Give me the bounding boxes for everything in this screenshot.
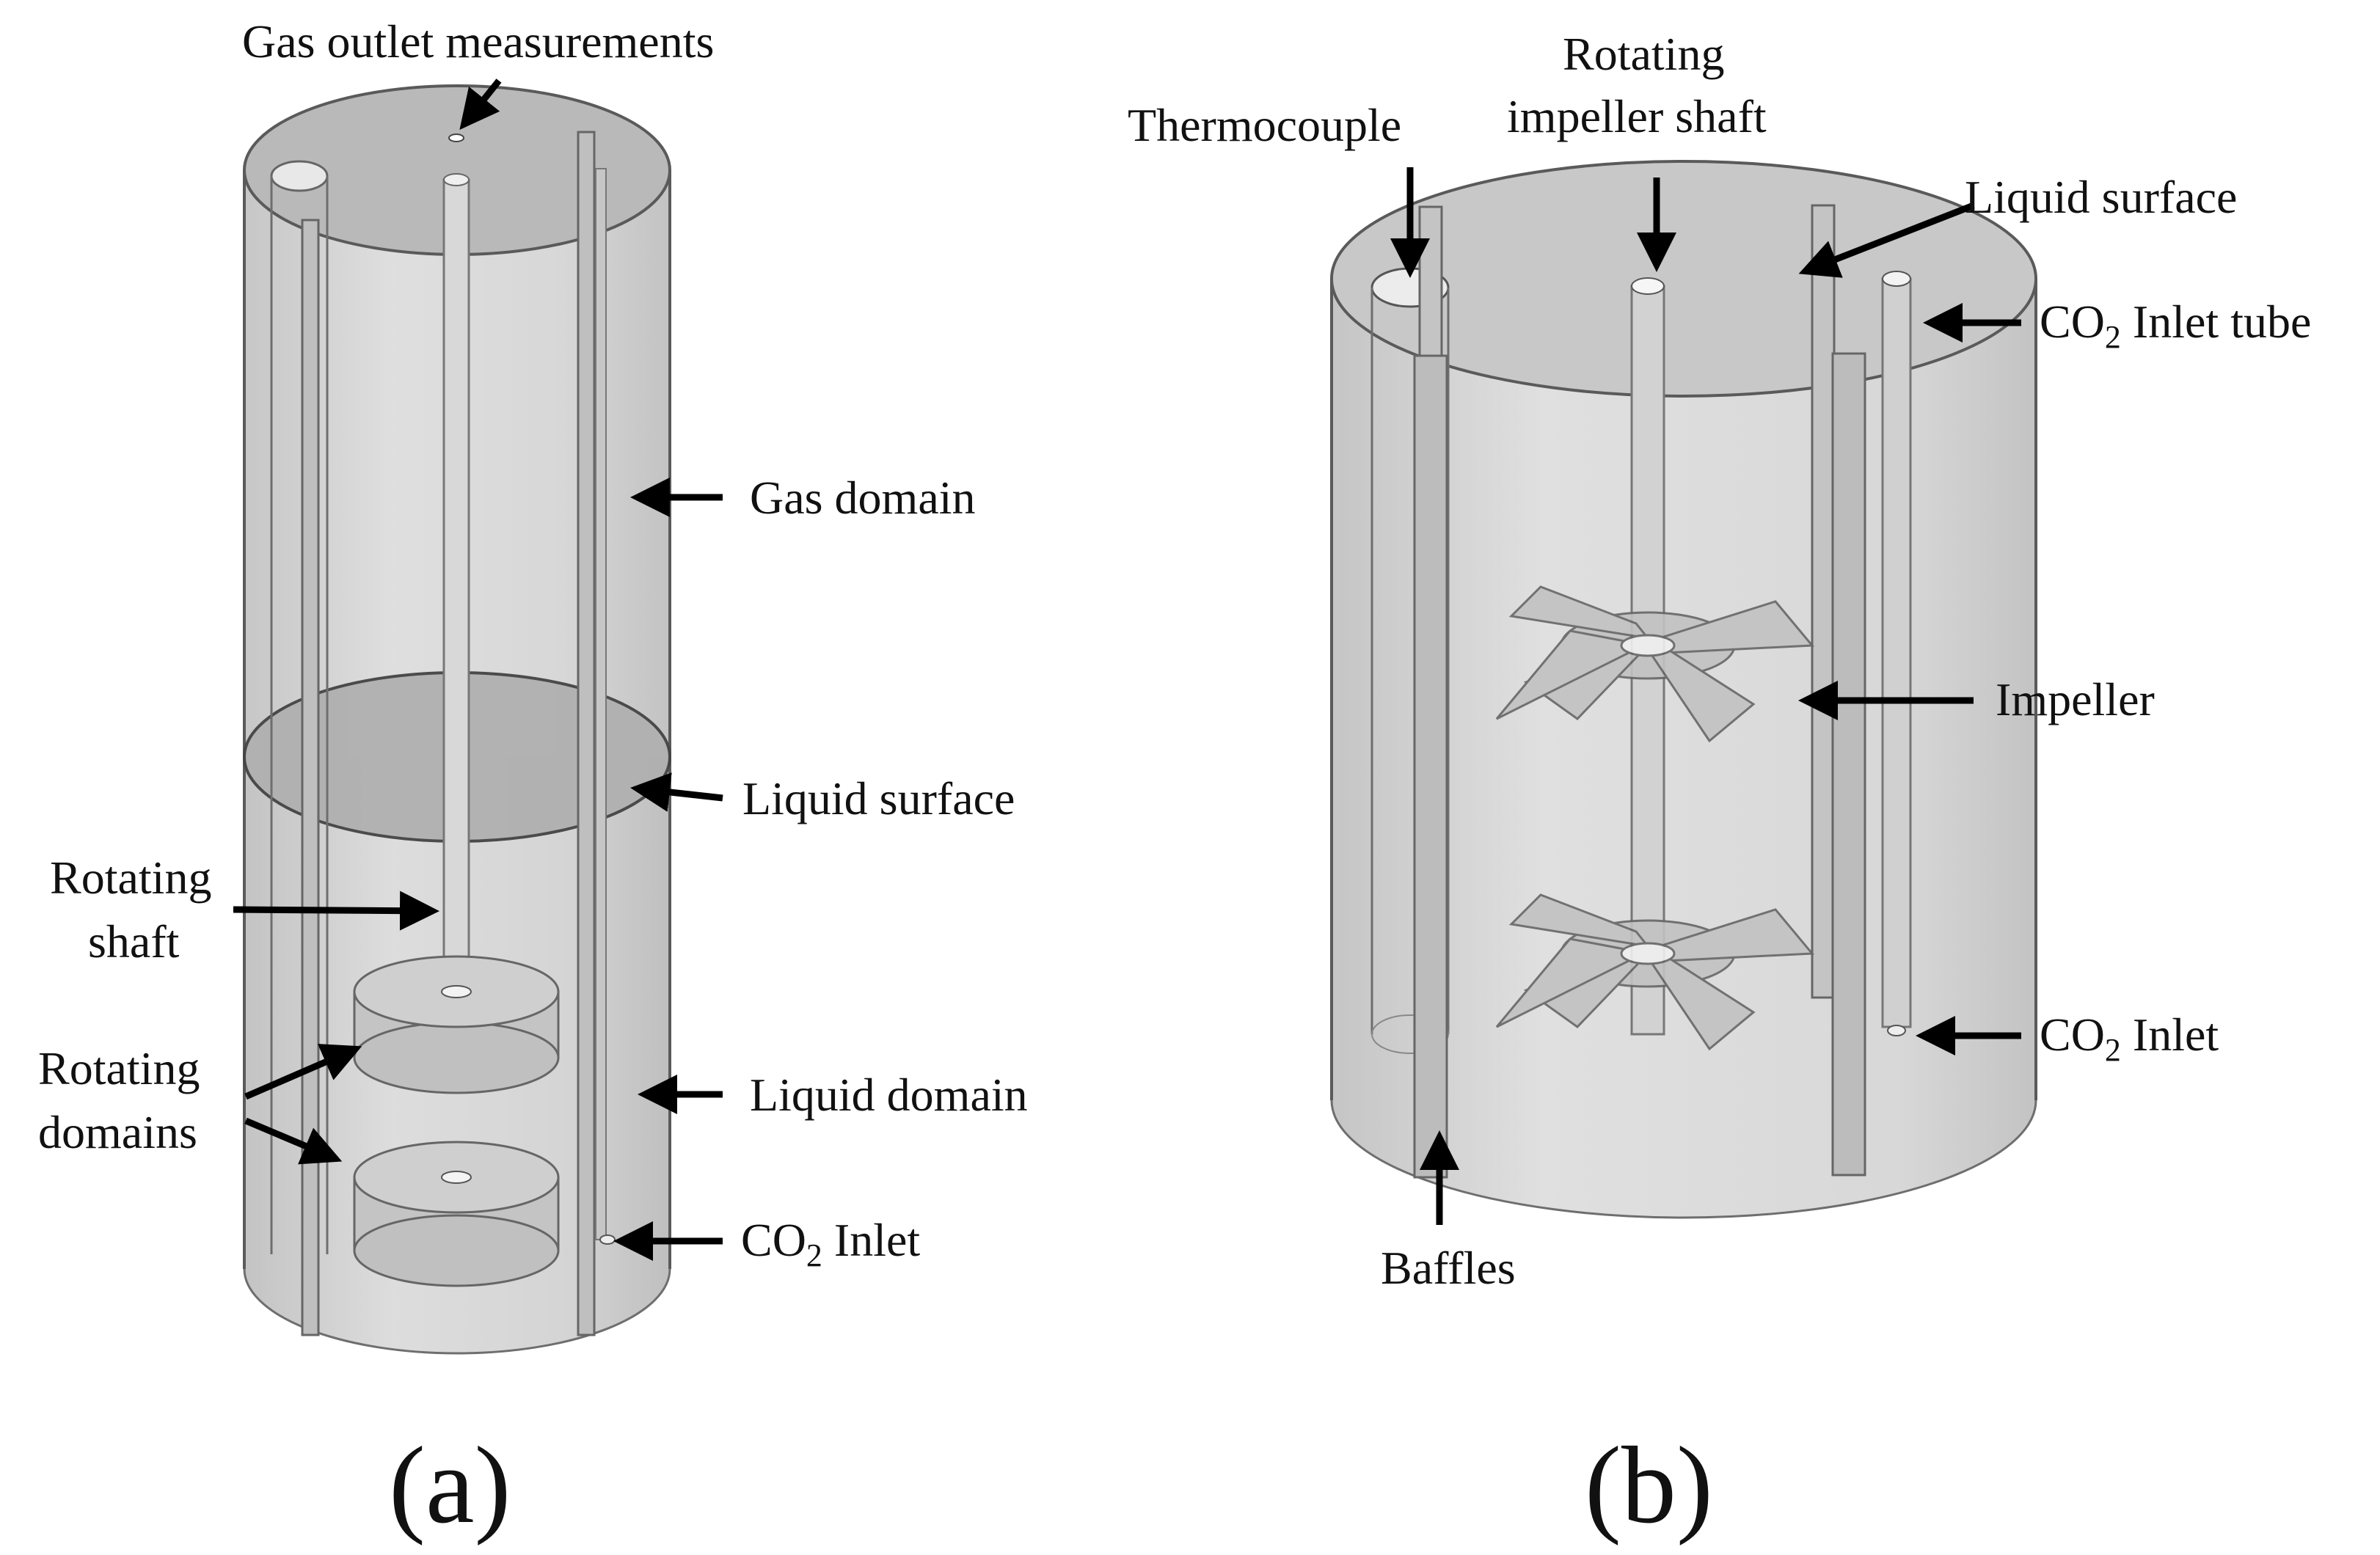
label-co2-inlet-tube: CO2 Inlet tube (2040, 296, 2311, 355)
rotating-domain-lower (353, 1141, 560, 1287)
label-liquid-surface-a: Liquid surface (742, 772, 1015, 824)
label-shaft-line2: impeller shaft (1507, 90, 1767, 142)
arrow-liquid-surface (630, 772, 723, 812)
arrow-gas-outlet (459, 78, 502, 131)
panel-label-a: (a) (389, 1424, 511, 1546)
baffles-b (1413, 204, 1866, 1179)
arrow-rotating-domains-2 (244, 1117, 343, 1165)
co2-inlet-port-a (599, 1234, 616, 1245)
arrow-liquid-surface-b (1798, 202, 1975, 278)
label-rotating-shaft-line2: shaft (88, 915, 180, 967)
label-gas-domain: Gas domain (750, 472, 976, 524)
panel-label-b: (b) (1585, 1424, 1713, 1546)
label-co2-inlet-a: CO2 Inlet (741, 1214, 920, 1273)
panel-a: Gas outlet measurements Gas domain Liqui… (38, 15, 1028, 1546)
impeller-upper (1495, 585, 1815, 743)
label-impeller: Impeller (1996, 673, 2155, 725)
co2-inlet-tube-b (1881, 271, 1912, 1028)
liquid-surface-top-b (1330, 160, 2037, 398)
label-baffles: Baffles (1381, 1242, 1516, 1294)
label-rotating-domains-line1: Rotating (38, 1042, 200, 1094)
label-rotating-domains-line2: domains (38, 1106, 197, 1158)
arrow-rotating-shaft (233, 890, 439, 931)
rotating-domain-upper (353, 955, 560, 1094)
rotating-shaft-a (442, 133, 470, 1091)
arrow-rotating-domains-1 (244, 1044, 362, 1100)
label-liquid-domain: Liquid domain (750, 1069, 1028, 1121)
label-thermocouple: Thermocouple (1128, 99, 1401, 151)
label-co2-inlet-b: CO2 Inlet (2040, 1009, 2219, 1068)
impeller-lower (1495, 893, 1815, 1051)
label-liquid-surface-b: Liquid surface (1965, 171, 2237, 223)
label-gas-outlet: Gas outlet measurements (242, 15, 714, 67)
label-rotating-shaft-line1: Rotating (50, 852, 211, 904)
panel-b: Thermocouple Rotating impeller shaft Liq… (1128, 28, 2311, 1546)
co2-inlet-port-b (1887, 1025, 1906, 1036)
label-shaft-line1: Rotating (1563, 28, 1724, 80)
